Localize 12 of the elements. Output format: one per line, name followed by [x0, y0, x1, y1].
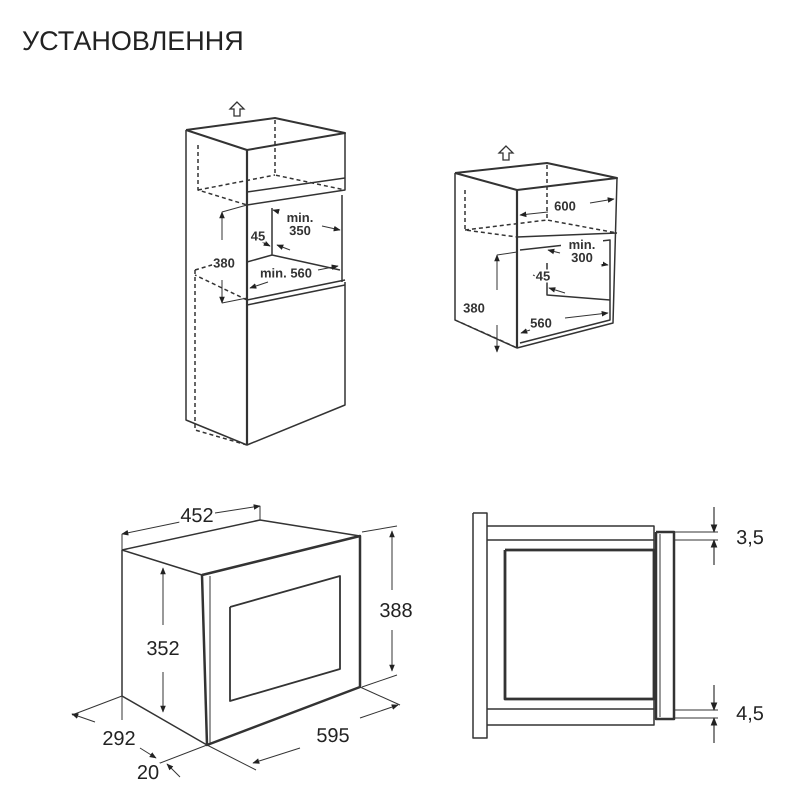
title: УСТАНОВЛЕННЯ — [22, 26, 244, 57]
dimension-label: 45 — [534, 270, 552, 282]
dimension-label: 560 — [529, 316, 553, 330]
dimension-label: 4,5 — [735, 704, 765, 724]
dimension-label: 45 — [250, 230, 266, 242]
dimension-label: 380 — [462, 302, 486, 314]
dimension-label: 452 — [179, 506, 215, 526]
dimension-label: 380 — [212, 256, 236, 270]
dimension-label: min. 560 — [258, 266, 314, 280]
dimension-label: min. 300 — [561, 238, 603, 264]
dimension-label: 600 — [553, 200, 577, 212]
dimension-label: 3,5 — [735, 528, 765, 548]
